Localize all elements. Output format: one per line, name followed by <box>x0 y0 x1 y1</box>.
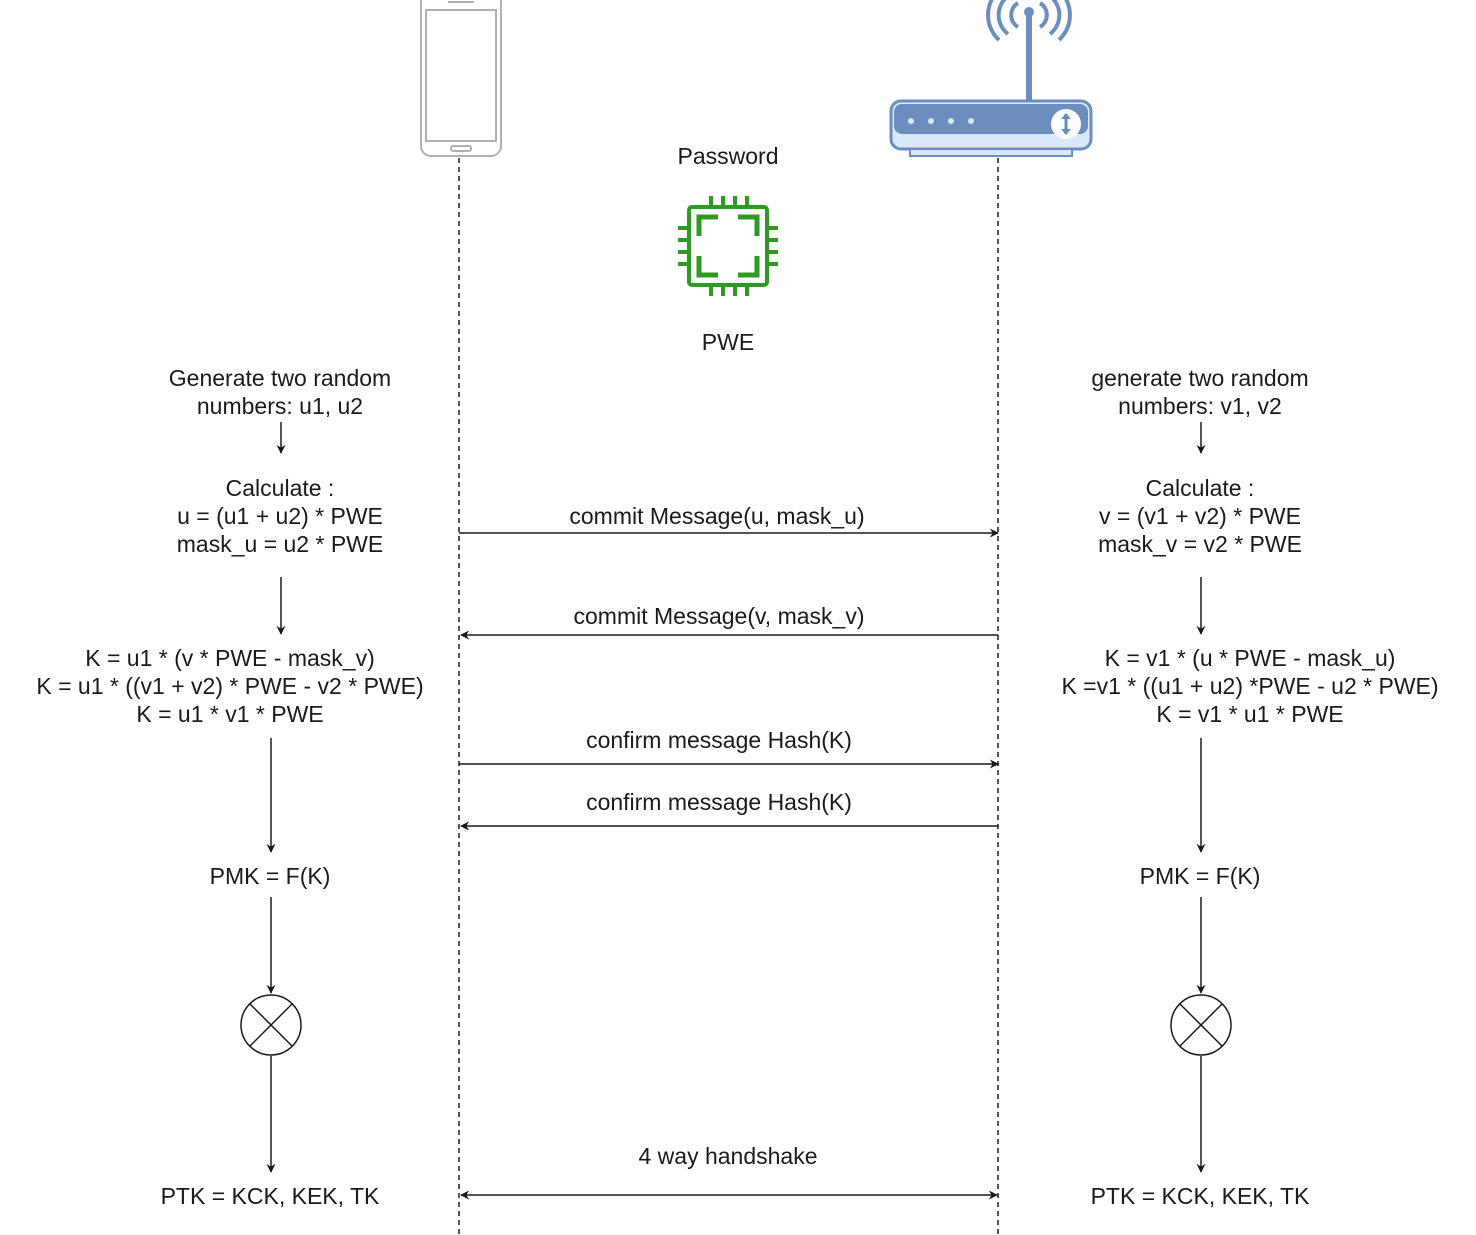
ap-xor-symbol <box>1170 994 1232 1056</box>
confirm-2-message-label: confirm message Hash(K) <box>586 789 852 815</box>
client-flow-arrows <box>266 422 286 1173</box>
smartphone-icon <box>420 0 502 157</box>
ap-generate-text: generate two random numbers: v1, v2 <box>1091 365 1309 419</box>
handshake-message-label: 4 way handshake <box>638 1143 818 1169</box>
ap-calculate-text: Calculate : v = (v1 + v2) * PWE mask_v =… <box>1098 475 1302 557</box>
commit-u-message-label: commit Message(u, mask_u) <box>569 503 865 529</box>
client-calculate-text: Calculate : u = (u1 + u2) * PWE mask_u =… <box>176 475 384 557</box>
password-label: Password <box>677 143 779 169</box>
commit-v-message-label: commit Message(v, mask_v) <box>573 603 865 629</box>
pwe-label: PWE <box>701 329 755 355</box>
ap-pmk-text: PMK = F(K) <box>1139 863 1261 889</box>
wifi-router-icon <box>889 0 1093 157</box>
client-xor-symbol <box>240 994 302 1056</box>
ap-k-derivation-text: K = v1 * (u * PWE - mask_u) K =v1 * ((u1… <box>1061 645 1439 727</box>
ap-ptk-text: PTK = KCK, KEK, TK <box>1090 1183 1310 1209</box>
client-k-derivation-text: K = u1 * (v * PWE - mask_v) K = u1 * ((v… <box>36 645 424 727</box>
client-pmk-text: PMK = F(K) <box>209 863 331 889</box>
chip-icon <box>678 196 778 296</box>
confirm-1-message-label: confirm message Hash(K) <box>586 727 852 753</box>
client-ptk-text: PTK = KCK, KEK, TK <box>160 1183 380 1209</box>
client-generate-text: Generate two random numbers: u1, u2 <box>168 365 392 419</box>
